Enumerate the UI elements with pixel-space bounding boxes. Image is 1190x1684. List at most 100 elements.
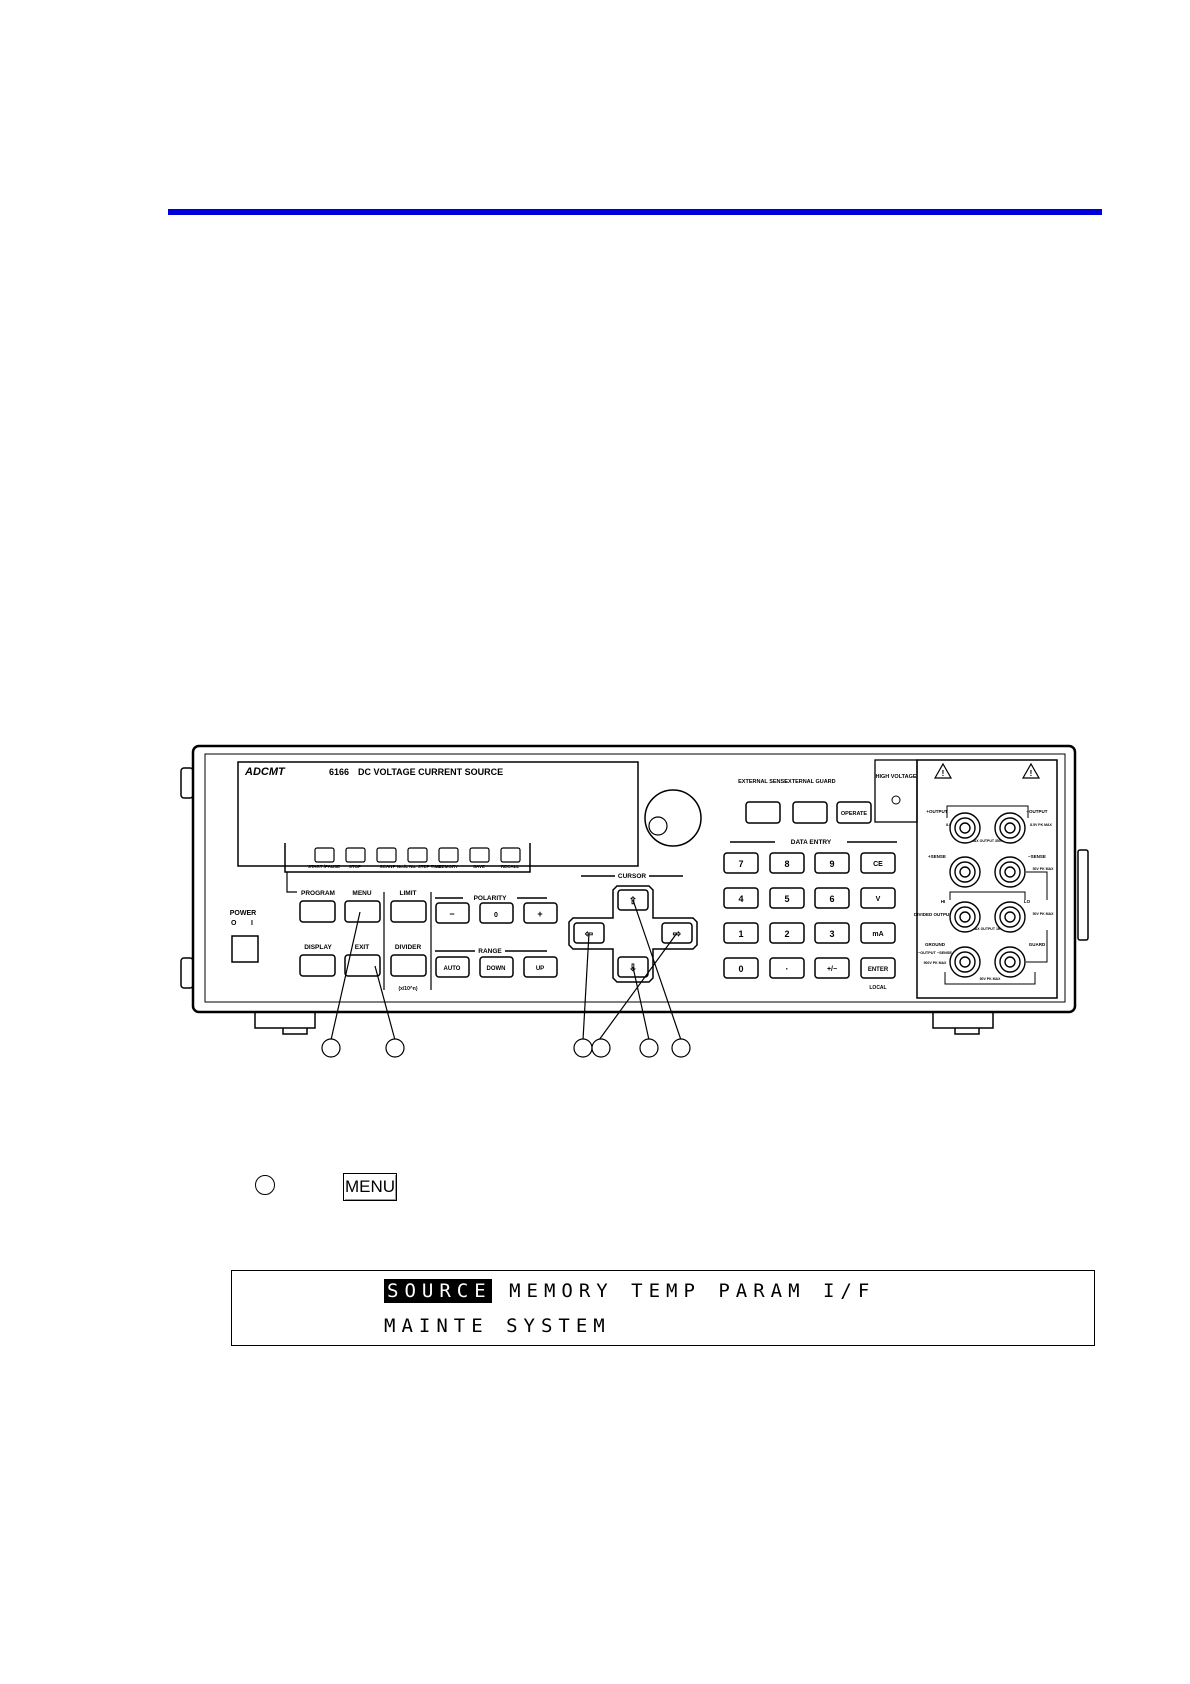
pk-label-6: 50V PK MAX: [980, 977, 1001, 981]
key-9-label: 9: [829, 859, 834, 869]
warning-left-mark: !: [942, 769, 945, 778]
lcd-line-1: SOURCE MEMORY TEMP PARAM I/F: [384, 1279, 876, 1303]
terminal-plus-output[interactable]: [949, 812, 981, 844]
external-guard-key[interactable]: [792, 801, 828, 824]
callout-line-left: [582, 932, 590, 1041]
key-4[interactable]: [723, 887, 759, 909]
soft-key-5[interactable]: [438, 847, 459, 863]
key-3[interactable]: [814, 922, 850, 944]
key-8-label: 8: [784, 859, 789, 869]
high-voltage-lamp: [891, 795, 901, 805]
pk-label-2: 8.5V PK MAX: [1030, 823, 1052, 827]
range-up-label: UP: [536, 966, 544, 972]
key-5[interactable]: [769, 887, 805, 909]
soft-key-2[interactable]: [345, 847, 366, 863]
key-8[interactable]: [769, 852, 805, 874]
power-off-mark: O: [231, 920, 237, 927]
terminal-guard[interactable]: [994, 946, 1026, 978]
lcd-menu-items: MEMORY TEMP PARAM I/F: [491, 1280, 876, 1302]
terminal-minus-sense[interactable]: [994, 856, 1026, 888]
key-5-label: 5: [784, 894, 789, 904]
handle-right: [1077, 849, 1089, 941]
menu-key[interactable]: [344, 900, 381, 923]
soft-key-label-memory: MEMORY: [438, 864, 458, 869]
soft-key-label-start: START /PAUSE: [308, 864, 340, 869]
external-sense-key[interactable]: [745, 801, 781, 824]
key-7[interactable]: [723, 852, 759, 874]
menu-key-label: MENU: [352, 890, 371, 897]
external-guard-label: EXTERNAL GUARD: [784, 779, 835, 785]
data-entry-label: DATA ENTRY: [791, 839, 832, 846]
key-ce[interactable]: [860, 852, 896, 874]
operate-key[interactable]: [836, 801, 872, 824]
soft-key-1[interactable]: [314, 847, 335, 863]
soft-key-3[interactable]: [376, 847, 397, 863]
polarity-minus-key[interactable]: [435, 902, 470, 924]
key-decimal[interactable]: [769, 957, 805, 979]
callout-circle-6: [671, 1038, 691, 1058]
key-6[interactable]: [814, 887, 850, 909]
callout-line-down: [632, 966, 650, 1041]
polarity-minus-label: −: [449, 909, 454, 919]
soft-key-label-scan: SCAN: [380, 864, 393, 869]
key-enter-label: ENTER: [868, 967, 889, 973]
key-ma[interactable]: [860, 922, 896, 944]
key-1[interactable]: [723, 922, 759, 944]
key-1-label: 1: [738, 929, 743, 939]
output-sense-label: −OUTPUT −SENSE: [918, 951, 952, 955]
soft-key-7[interactable]: [500, 847, 521, 863]
terminal-divided-lo[interactable]: [994, 901, 1026, 933]
hi-label: HI: [941, 899, 946, 904]
key-plus-minus[interactable]: [814, 957, 850, 979]
soft-key-4[interactable]: [407, 847, 428, 863]
key-2[interactable]: [769, 922, 805, 944]
polarity-plus-label: +: [537, 909, 542, 919]
key-6-label: 6: [829, 894, 834, 904]
terminal-plus-sense[interactable]: [949, 856, 981, 888]
key-0[interactable]: [723, 957, 759, 979]
display-window: [237, 761, 639, 867]
divider-key-label: DIVIDER: [395, 944, 422, 951]
soft-key-6[interactable]: [469, 847, 490, 863]
divider-key[interactable]: [390, 954, 427, 977]
range-auto-key[interactable]: [435, 956, 470, 978]
limit-key[interactable]: [390, 900, 427, 923]
key-3-label: 3: [829, 929, 834, 939]
callout-circle-3: [573, 1038, 593, 1058]
power-switch[interactable]: [231, 935, 259, 963]
pk-label-3: 50V PK MAX: [1033, 867, 1054, 871]
arrow-right-icon: ⇨: [673, 929, 682, 940]
program-key[interactable]: [299, 900, 336, 923]
range-up-key[interactable]: [523, 956, 558, 978]
limit-key-label: LIMIT: [400, 890, 417, 897]
polarity-zero-key[interactable]: [479, 902, 514, 924]
soft-key-label-recall: RECALL: [501, 864, 519, 869]
terminal-minus-output[interactable]: [994, 812, 1026, 844]
pk-label-5: 500V PK MAX: [924, 961, 947, 965]
callout-circle-1: [321, 1038, 341, 1058]
range-down-label: DOWN: [487, 966, 506, 972]
key-v[interactable]: [860, 887, 896, 909]
cursor-pad: [568, 885, 698, 983]
terminal-ground[interactable]: [949, 946, 981, 978]
key-9[interactable]: [814, 852, 850, 874]
handle-upper-left: [180, 767, 194, 799]
exit-key[interactable]: [344, 954, 381, 977]
high-voltage-label: HIGH VOLTAGE: [875, 774, 916, 780]
lcd-selected-item: SOURCE: [384, 1279, 492, 1303]
display-key[interactable]: [299, 954, 336, 977]
foot-left: [254, 1012, 316, 1029]
range-down-key[interactable]: [479, 956, 514, 978]
polarity-plus-key[interactable]: [523, 902, 558, 924]
program-key-label: PROGRAM: [301, 890, 335, 897]
key-v-label: V: [876, 896, 881, 903]
lo-label: LO: [1024, 899, 1031, 904]
divided-output-label: DIVIDED OUTPUT: [914, 912, 952, 917]
key-7-label: 7: [738, 859, 743, 869]
key-enter[interactable]: [860, 957, 896, 979]
cursor-label: CURSOR: [618, 873, 646, 880]
callout-line-right: [598, 932, 678, 1041]
operate-key-label: OPERATE: [841, 811, 868, 817]
terminal-divided-hi[interactable]: [949, 901, 981, 933]
callout-line-exit: [374, 965, 396, 1041]
